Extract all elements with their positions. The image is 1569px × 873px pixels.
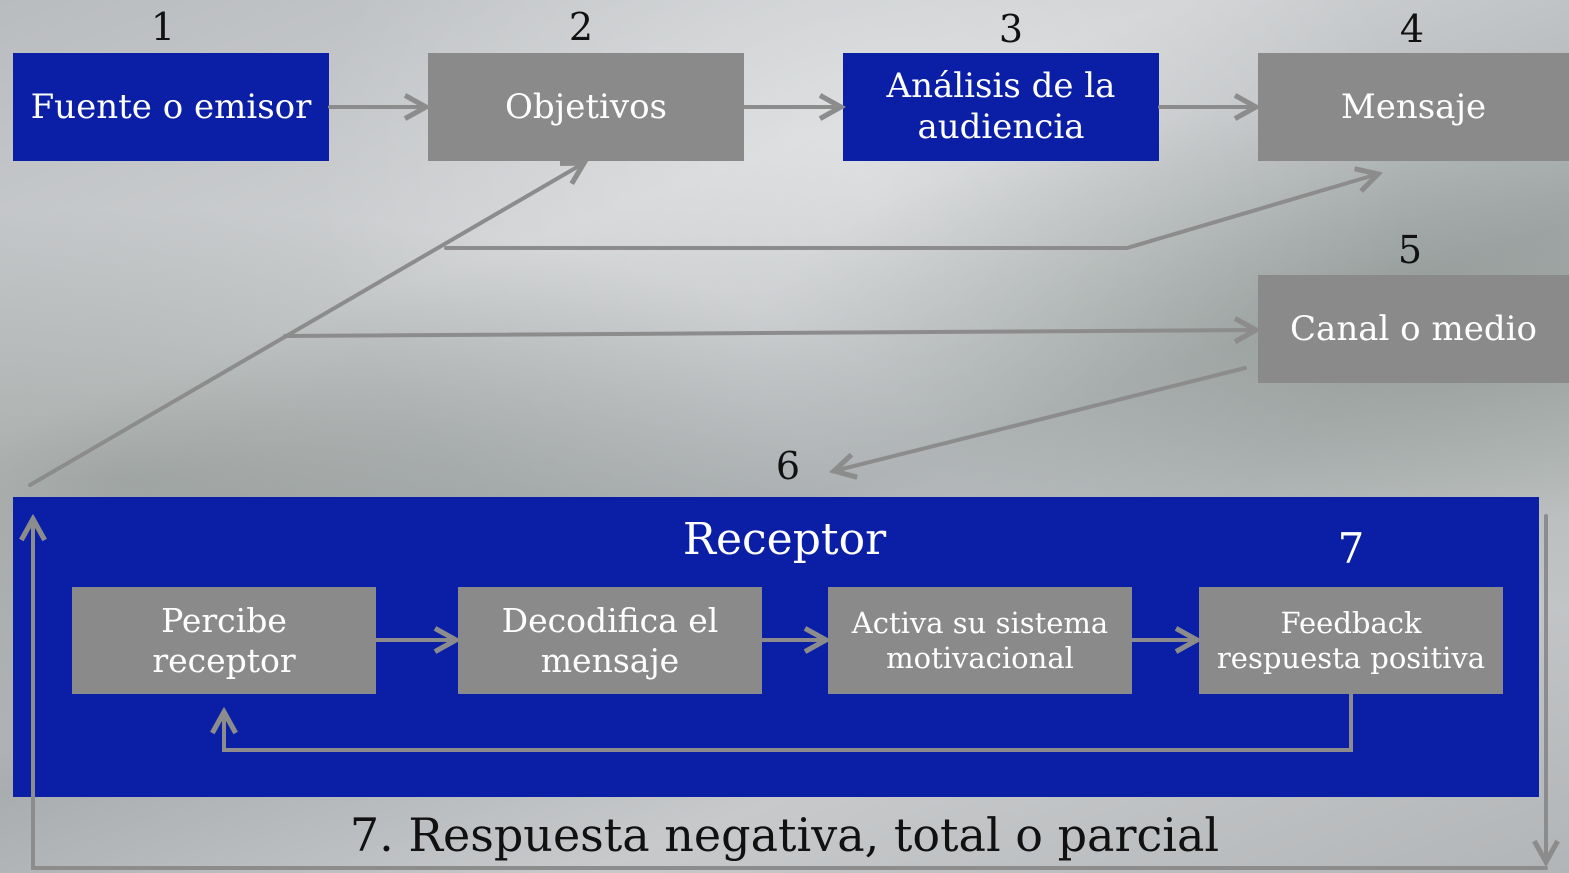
feedback-box: Feedback respuesta positiva bbox=[1199, 587, 1503, 694]
feedback-label-line2: respuesta positiva bbox=[1216, 640, 1486, 675]
activa-sistema-box: Activa su sistema motivacional bbox=[828, 587, 1132, 694]
step-number-2: 2 bbox=[568, 5, 594, 49]
step-number-7: 7 bbox=[1337, 524, 1365, 573]
step-number-3: 3 bbox=[998, 7, 1024, 51]
step-number-1: 1 bbox=[150, 5, 176, 49]
negative-response-label: 7. Respuesta negativa, total o parcial bbox=[349, 808, 1220, 862]
fuente-emisor-box: Fuente o emisor bbox=[13, 53, 329, 161]
step-number-4: 4 bbox=[1399, 7, 1425, 51]
percibe-label-line1: Percibe bbox=[161, 600, 287, 640]
percibe-receptor-box: Percibe receptor bbox=[72, 587, 376, 694]
arrow-return-objetivos bbox=[28, 163, 584, 487]
analisis-audiencia-box: Análisis de la audiencia bbox=[843, 53, 1159, 161]
feedback-label-line1: Feedback bbox=[1280, 605, 1422, 640]
decodifica-label-line1: Decodifica el bbox=[501, 600, 719, 640]
percibe-label-line2: receptor bbox=[152, 640, 296, 680]
step-number-6: 6 bbox=[775, 444, 801, 488]
decodifica-label-line2: mensaje bbox=[540, 640, 680, 680]
arrow-negative-loop bbox=[33, 519, 1548, 870]
objetivos-box: Objetivos bbox=[428, 53, 744, 161]
step-number-5: 5 bbox=[1397, 228, 1423, 272]
activa-label-line1: Activa su sistema bbox=[851, 605, 1109, 640]
arrow-canal-to-receptor bbox=[834, 366, 1247, 471]
canal-medio-label: Canal o medio bbox=[1290, 308, 1537, 349]
arrow-to-mensaje bbox=[444, 174, 1378, 250]
decodifica-mensaje-box: Decodifica el mensaje bbox=[458, 587, 762, 694]
arrow-feedback-loop bbox=[224, 693, 1353, 752]
mensaje-label: Mensaje bbox=[1340, 86, 1487, 127]
activa-label-line2: motivacional bbox=[886, 640, 1074, 675]
fuente-emisor-label: Fuente o emisor bbox=[30, 86, 312, 127]
arrow-to-canal bbox=[283, 330, 1256, 336]
mensaje-box: Mensaje bbox=[1258, 53, 1569, 161]
analisis-label-line2: audiencia bbox=[917, 107, 1085, 147]
receptor-title: Receptor bbox=[682, 514, 887, 565]
objetivos-label: Objetivos bbox=[505, 86, 667, 127]
analisis-label-line1: Análisis de la bbox=[886, 66, 1116, 107]
canal-medio-box: Canal o medio bbox=[1258, 275, 1569, 383]
